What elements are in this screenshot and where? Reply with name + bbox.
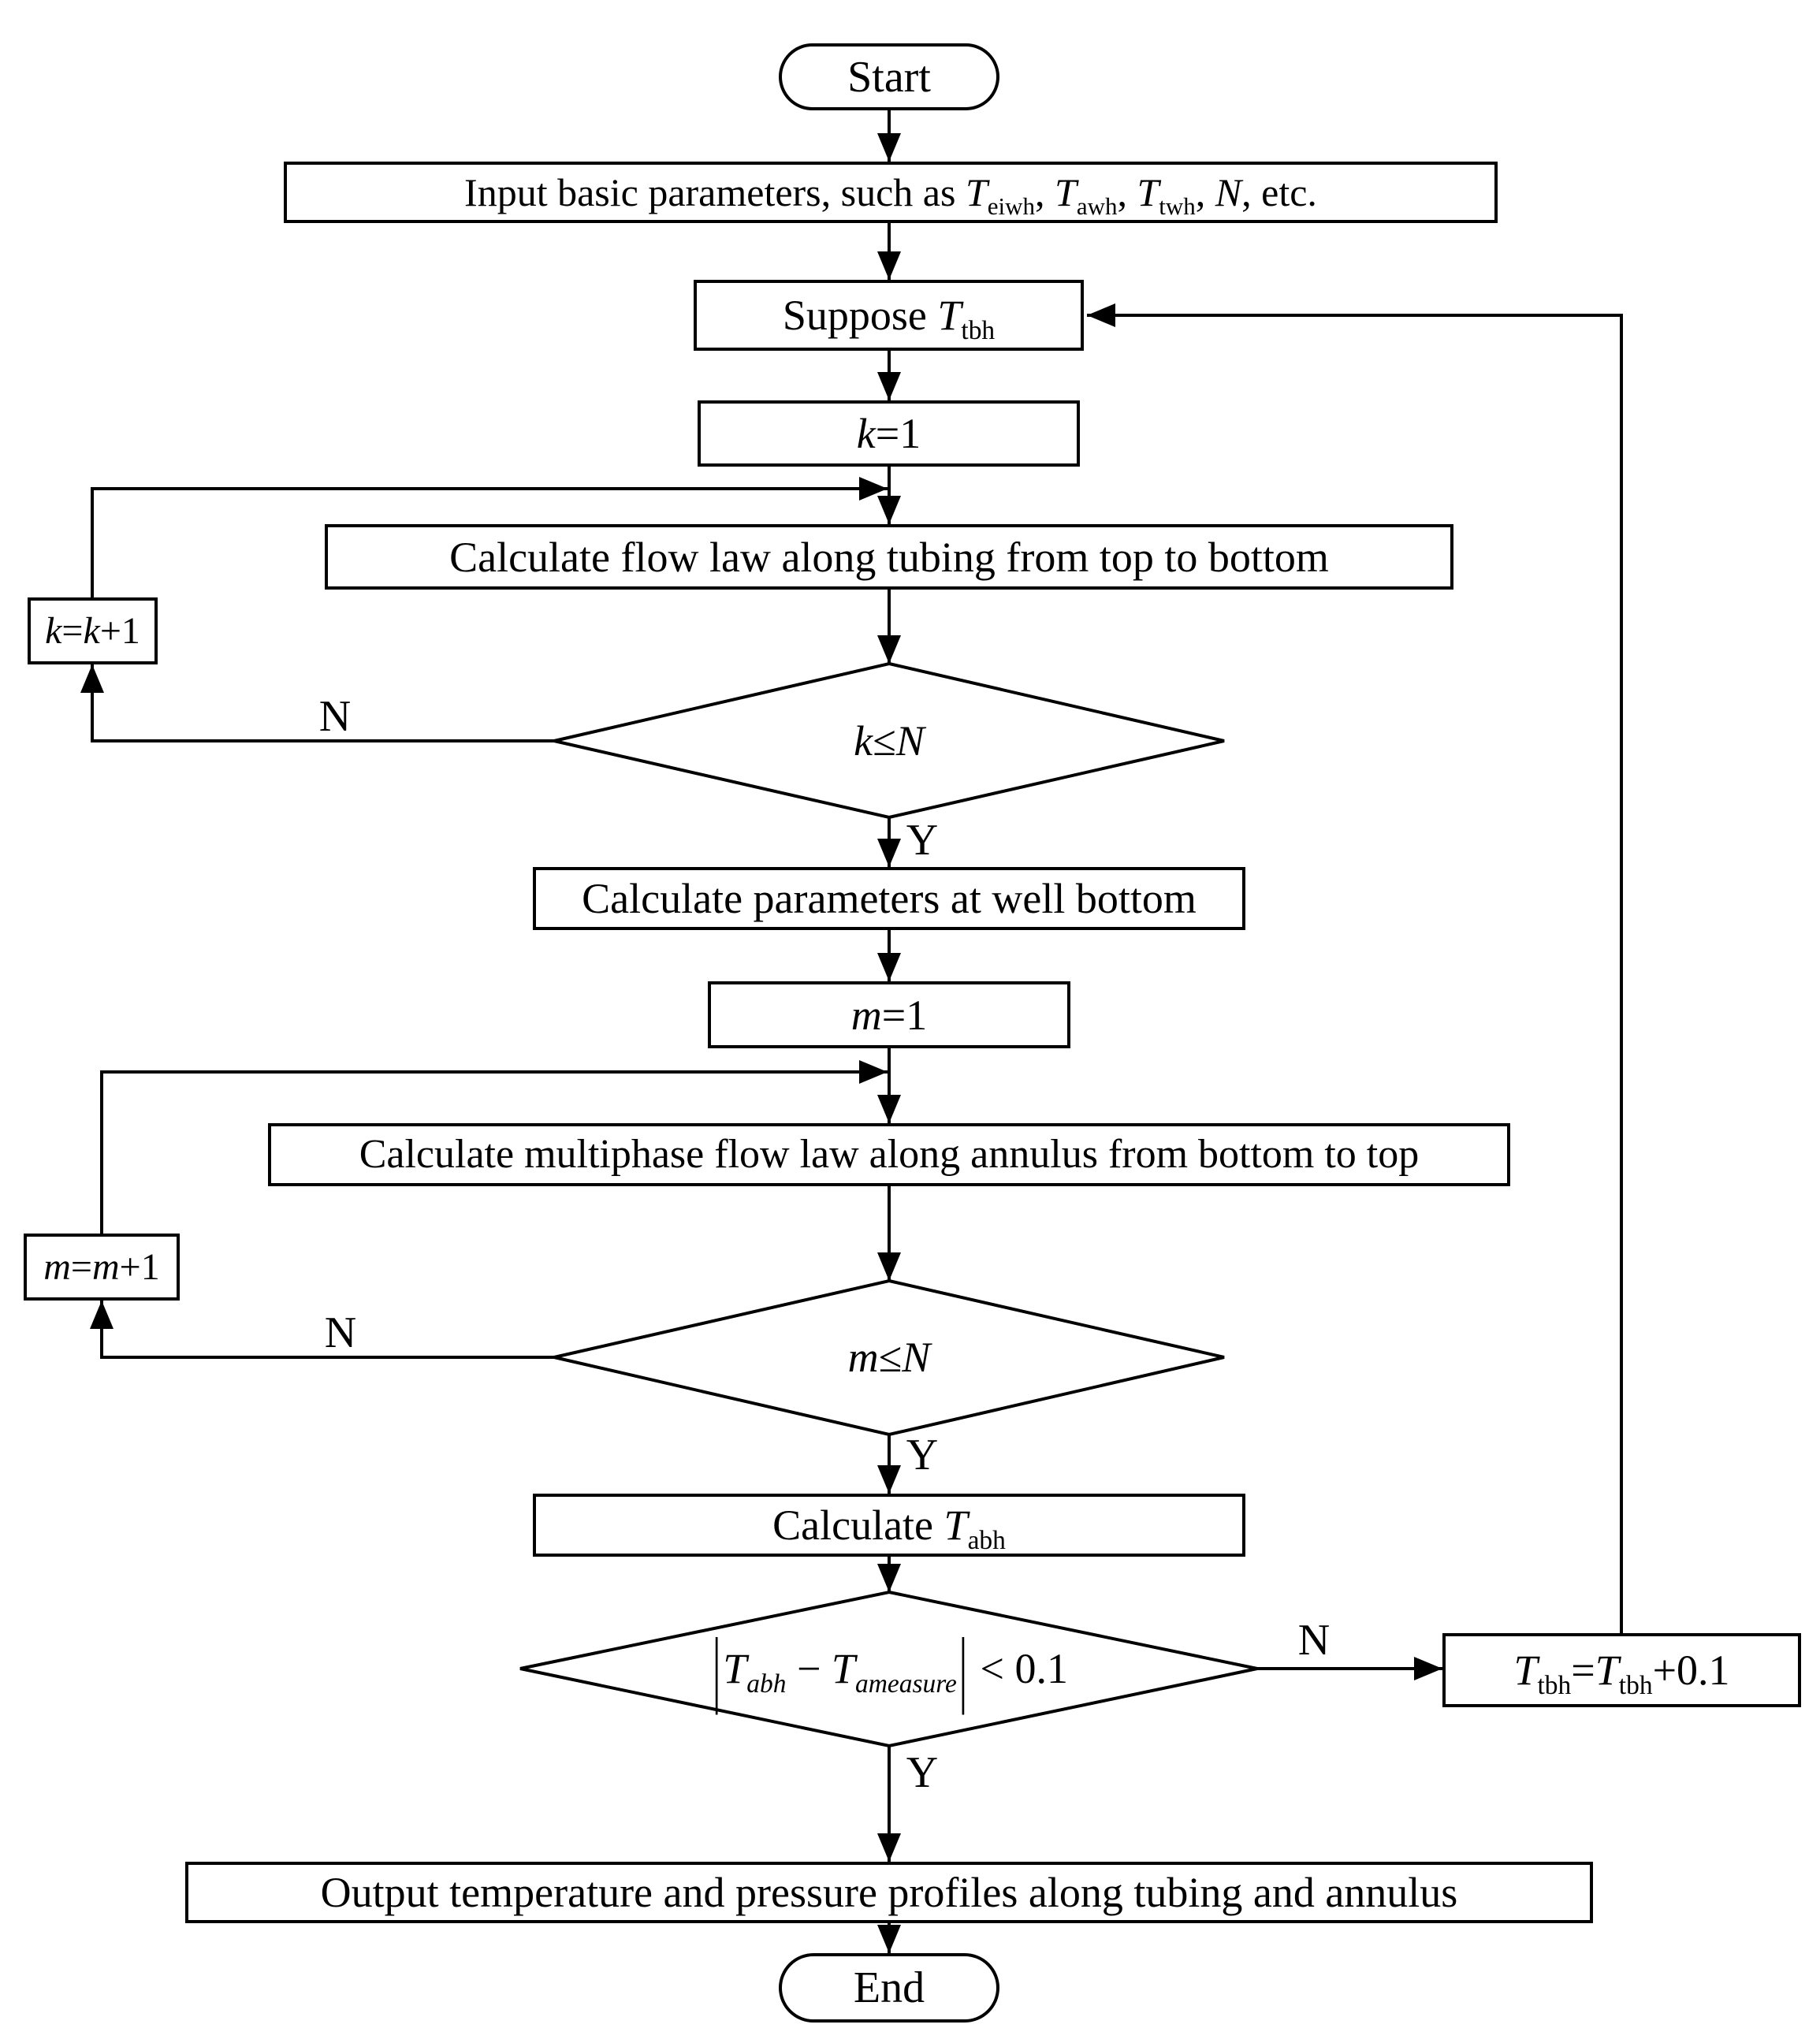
decision-tolerance-text: |Tabh − Tameasure| < 0.1: [712, 1620, 1068, 1715]
suppose-ttbh-text: Suppose Ttbh: [782, 292, 996, 345]
m-init-text: m=1: [850, 991, 928, 1039]
edge-tupdate-suppose-feedback: [1087, 303, 1623, 1633]
decision-tolerance-shape: [519, 1590, 1258, 1748]
node-start-terminator: Start: [779, 43, 999, 110]
node-calc-tabh: Calculate Tabh: [533, 1494, 1245, 1557]
node-m-increment: m=m+1: [24, 1234, 180, 1301]
calc-annulus-text: Calculate multiphase flow law along annu…: [359, 1132, 1420, 1177]
calc-tubing-text: Calculate flow law along tubing from top…: [449, 533, 1329, 581]
label-tol-yes: Y: [906, 1748, 939, 1797]
node-k-increment: k=k+1: [28, 597, 158, 664]
edge-kcheck-no-kinc: [80, 664, 554, 742]
decision-k-check-text: k≤N: [854, 717, 925, 765]
decision-m-check-shape: [553, 1278, 1225, 1437]
node-input-parameters: Input basic parameters, such as Teiwh, T…: [284, 162, 1498, 223]
label-tol-no: N: [1297, 1616, 1331, 1665]
label-m-yes: Y: [906, 1431, 939, 1479]
node-m-init: m=1: [708, 981, 1070, 1048]
input-parameters-text: Input basic parameters, such as Teiwh, T…: [464, 170, 1317, 220]
node-output-profiles: Output temperature and pressure profiles…: [185, 1862, 1593, 1923]
label-k-no: N: [318, 692, 352, 741]
edge-kinc-loopback: [91, 477, 888, 597]
calc-tabh-text: Calculate Tabh: [772, 1502, 1006, 1555]
node-end-terminator: End: [779, 1953, 999, 2023]
output-profiles-text: Output temperature and pressure profiles…: [320, 1869, 1458, 1916]
edge-mcheck-no-minc: [90, 1301, 554, 1359]
node-calc-well-bottom: Calculate parameters at well bottom: [533, 867, 1245, 930]
node-t-update: Ttbh=Ttbh+0.1: [1442, 1633, 1801, 1707]
k-increment-text: k=k+1: [45, 609, 140, 652]
t-update-text: Ttbh=Ttbh+0.1: [1513, 1647, 1730, 1700]
node-k-init: k=1: [698, 400, 1080, 467]
label-m-no: N: [324, 1308, 357, 1357]
start-label: Start: [847, 52, 931, 102]
calc-well-bottom-text: Calculate parameters at well bottom: [582, 875, 1197, 922]
edge-minc-loopback: [100, 1060, 888, 1234]
end-label: End: [853, 1963, 925, 2012]
k-init-text: k=1: [856, 410, 921, 457]
m-increment-text: m=m+1: [43, 1245, 160, 1288]
label-k-yes: Y: [906, 816, 939, 865]
node-suppose-ttbh: Suppose Ttbh: [694, 280, 1084, 351]
node-calc-annulus: Calculate multiphase flow law along annu…: [268, 1123, 1510, 1186]
decision-m-check-text: m≤N: [847, 1334, 931, 1381]
decision-k-check-shape: [553, 661, 1225, 820]
node-calc-tubing: Calculate flow law along tubing from top…: [325, 524, 1453, 590]
